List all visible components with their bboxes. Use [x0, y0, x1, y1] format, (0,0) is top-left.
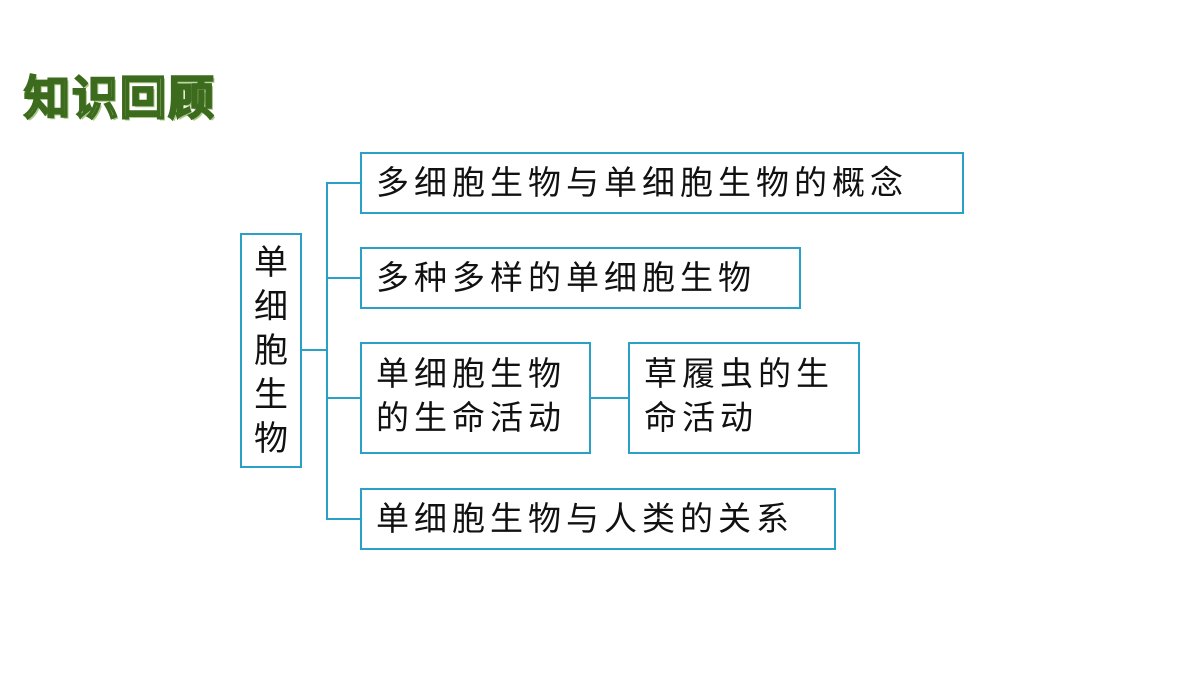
branch-node-label: 多细胞生物与单细胞生物的概念 [376, 163, 908, 202]
root-node-label: 单细胞生物 [254, 242, 288, 459]
branch-node-life-activity: 单细胞生物的生命活动 [360, 342, 591, 454]
connector-branch-4 [326, 518, 360, 520]
branch-node-human-relation: 单细胞生物与人类的关系 [360, 488, 836, 550]
connector-branch-1 [326, 182, 360, 184]
branch-node-label: 单细胞生物与人类的关系 [376, 499, 794, 538]
connector-root-trunk [302, 349, 327, 351]
sub-node-label: 草履虫的生命活动 [644, 354, 834, 437]
branch-node-label: 单细胞生物的生命活动 [376, 354, 566, 437]
page-title: 知识回顾 [23, 70, 216, 126]
branch-node-concept: 多细胞生物与单细胞生物的概念 [360, 152, 964, 214]
branch-node-diversity: 多种多样的单细胞生物 [360, 247, 801, 309]
sub-node-paramecium: 草履虫的生命活动 [628, 342, 860, 454]
connector-sub-branch [591, 397, 628, 399]
connector-branch-2 [326, 277, 360, 279]
branch-node-label: 多种多样的单细胞生物 [376, 258, 756, 297]
connector-branch-3 [326, 397, 360, 399]
root-node: 单细胞生物 [240, 233, 302, 468]
connector-vertical-trunk [326, 182, 328, 520]
